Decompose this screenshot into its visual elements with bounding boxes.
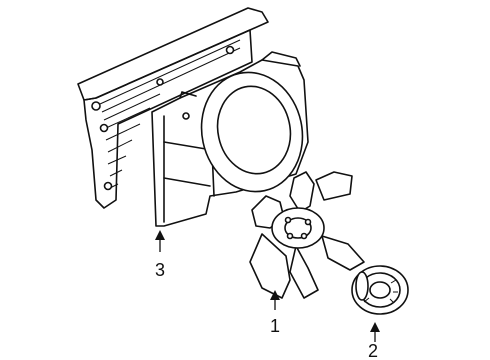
fan-blade: [249, 171, 365, 299]
arrow-head-icon: [155, 230, 165, 240]
fan-shroud: [151, 51, 309, 227]
callout-label-2: 2: [368, 341, 378, 360]
arrow-head-icon: [270, 290, 280, 300]
radiator: [77, 7, 269, 209]
callout-label-3: 3: [155, 260, 165, 280]
callout-label-1: 1: [270, 316, 280, 336]
callout-3: 3: [155, 230, 165, 280]
callout-2: 2: [368, 322, 380, 360]
arrow-head-icon: [370, 322, 380, 332]
fan-clutch: [351, 265, 409, 315]
callout-1: 1: [270, 290, 280, 336]
